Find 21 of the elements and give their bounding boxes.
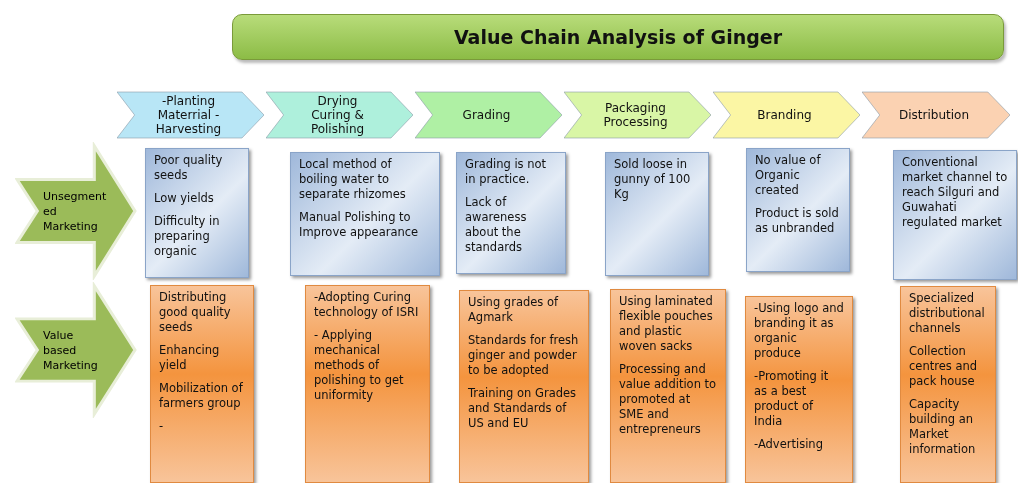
row-heading-banner: Unsegmented Marketing xyxy=(15,142,137,280)
text-box: Distributing good quality seeds Enhancing yield Mobilization of farmers group - xyxy=(150,285,254,483)
text-box: Conventional market channel to reach Silguri and Guwahati regulated market xyxy=(893,150,1017,280)
text-box: -Using logo and branding it as organic produce -Promoting it as a best product of India -Advertising xyxy=(745,296,853,483)
chevron-step: Distribution xyxy=(862,90,1010,140)
chevron-step: -Planting Materrial -Harvesting xyxy=(117,90,264,140)
text-box: Local method of boiling water to separate rhizomes Manual Polishing to Improve appearance xyxy=(290,152,440,276)
row-heading-banner: Value based Marketing xyxy=(15,282,137,418)
text-box: Using laminated flexible pouches and plastic woven sacks Processing and value addition to promoted at SME and entrepreneurs xyxy=(610,289,726,483)
text-box: Specialized distributional channels Collection centres and pack house Capacity building an Market information xyxy=(900,286,996,483)
chevron-step: Branding xyxy=(713,90,860,140)
chevron-step: Drying Curing & Polishing xyxy=(266,90,413,140)
chevron-step: Packaging Processing xyxy=(564,90,711,140)
text-box: Grading is not in practice. Lack of awareness about the standards xyxy=(456,152,566,274)
text-box: Poor quality seeds Low yields Difficulty in preparing organic xyxy=(145,148,249,278)
chevron-step: Grading xyxy=(415,90,562,140)
text-box: Sold loose in gunny of 100 Kg xyxy=(605,152,709,276)
text-box: Using grades of Agmark Standards for fresh ginger and powder to be adopted Training on Grades and Standards of US and EU xyxy=(459,290,589,483)
text-box: -Adopting Curing technology of ISRI - Applying mechanical methods of polishing to get uniformity xyxy=(305,285,430,483)
title-banner: Value Chain Analysis of Ginger xyxy=(232,14,1004,60)
text-box: No value of Organic created Product is sold as unbranded xyxy=(746,148,850,272)
